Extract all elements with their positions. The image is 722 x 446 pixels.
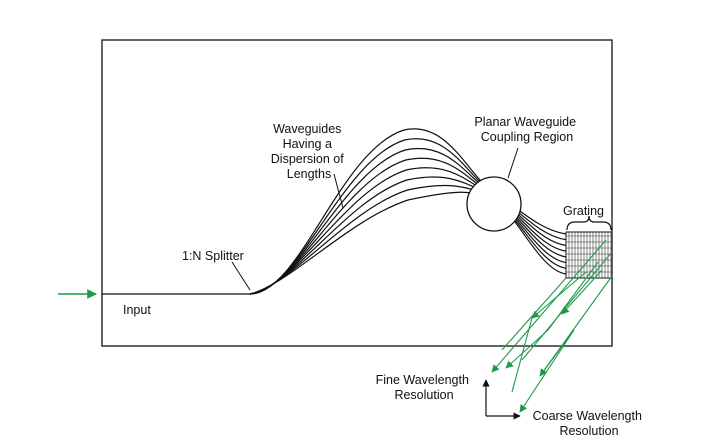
diffracted-beam bbox=[505, 329, 549, 369]
splitter-label: 1:N Splitter bbox=[182, 249, 244, 263]
diffracted-beam bbox=[511, 317, 533, 393]
waveguide-7 bbox=[249, 184, 567, 295]
planar-coupling-region bbox=[466, 176, 522, 232]
diffracted-beams bbox=[491, 239, 613, 413]
diffracted-beam bbox=[491, 239, 607, 373]
diffracted-beam bbox=[561, 269, 603, 315]
diffracted-beam bbox=[519, 329, 575, 413]
waveguide-5 bbox=[249, 167, 567, 295]
coupling-label: Planar Waveguide Coupling Region bbox=[474, 115, 579, 144]
diffracted-beam bbox=[501, 277, 567, 351]
fine-resolution-label: Fine Wavelength Resolution bbox=[376, 373, 473, 402]
waveguides-leader bbox=[333, 173, 344, 209]
input-label: Input bbox=[123, 303, 151, 317]
diffracted-beam bbox=[531, 271, 587, 319]
splitter-leader bbox=[231, 261, 251, 291]
waveguide-3 bbox=[249, 147, 567, 295]
coupling-leader bbox=[507, 147, 519, 179]
waveguides-label: Waveguides Having a Dispersion of Length… bbox=[271, 122, 347, 181]
grating-label: Grating bbox=[563, 204, 604, 218]
waveguide-4 bbox=[249, 157, 567, 295]
waveguide-2 bbox=[249, 138, 567, 295]
waveguide-6 bbox=[249, 176, 567, 295]
grating-brace bbox=[566, 215, 612, 231]
diffracted-beam bbox=[521, 251, 613, 361]
waveguide-8 bbox=[249, 191, 567, 295]
grating-block bbox=[565, 231, 613, 279]
chip-outline bbox=[101, 39, 613, 347]
coarse-resolution-label: Coarse Wavelength Resolution bbox=[533, 409, 646, 438]
